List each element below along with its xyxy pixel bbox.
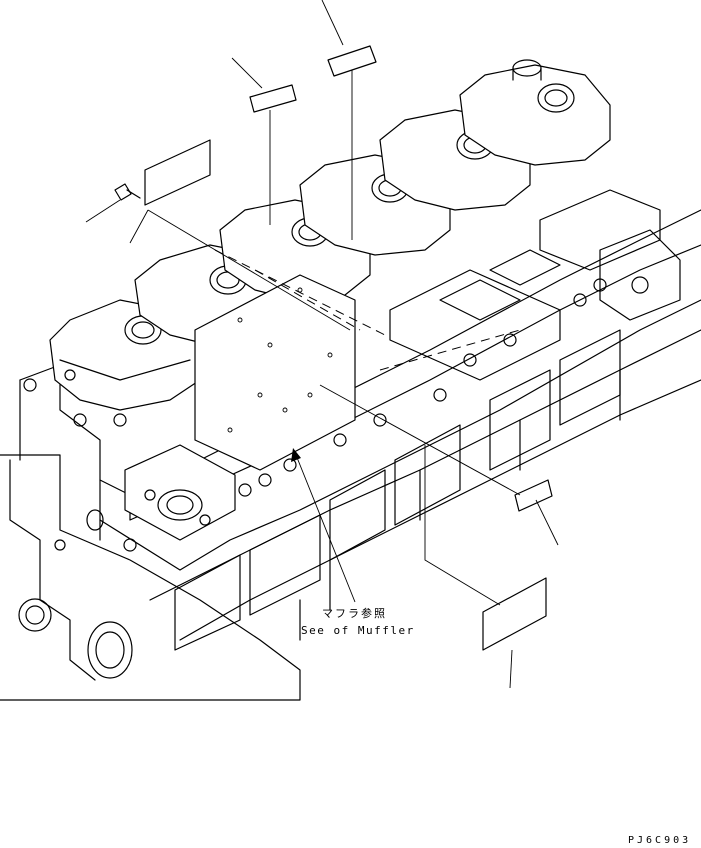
label-plate-top bbox=[321, 0, 377, 240]
exhaust-flange bbox=[124, 444, 236, 541]
caution-plate bbox=[129, 139, 351, 331]
muffler-reference-ja: マフラ参照 bbox=[322, 607, 387, 620]
rail-bolts bbox=[23, 278, 607, 497]
engine-block bbox=[0, 299, 701, 701]
head-cover-6 bbox=[459, 59, 611, 166]
label-plate-upper-left bbox=[231, 57, 297, 225]
drawing-code: PJ6C903 bbox=[628, 835, 692, 846]
dashed-guides bbox=[214, 249, 521, 371]
muffler-reference-en: See of Muffler bbox=[301, 624, 415, 637]
name-plate bbox=[194, 274, 356, 471]
label-plate-bottom bbox=[424, 445, 547, 689]
bolt-fastener bbox=[85, 183, 141, 223]
muffler-leader bbox=[291, 448, 356, 603]
label-plate-right bbox=[319, 384, 559, 546]
intake-manifold bbox=[389, 189, 681, 381]
